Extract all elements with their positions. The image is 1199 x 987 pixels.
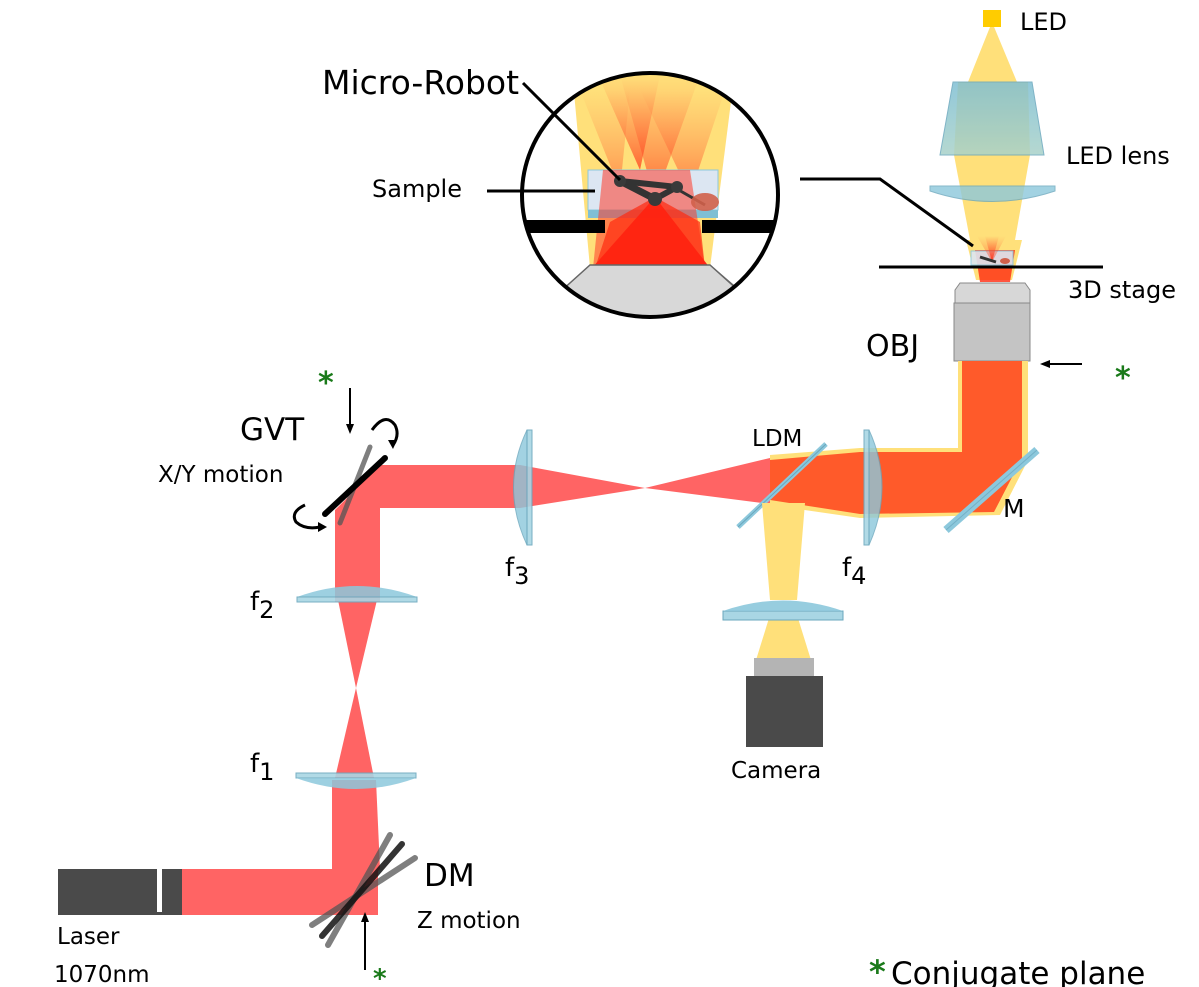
f3-label-main: f xyxy=(505,553,515,583)
f1-label-sub: 1 xyxy=(259,758,274,786)
lens-f2 xyxy=(297,586,417,597)
micro-robot-pointer xyxy=(521,81,622,182)
camera-branch xyxy=(722,503,844,747)
led-lens-label: LED lens xyxy=(1066,142,1170,170)
dm-motion-label: Z motion xyxy=(417,908,521,934)
conjugate-star-obj: * xyxy=(1115,361,1131,396)
gvt-motion-label: X/Y motion xyxy=(158,462,283,488)
camera-label: Camera xyxy=(731,758,821,784)
f1-label: f1 xyxy=(250,749,274,786)
rotate-arrow-icon xyxy=(292,503,321,530)
conjugate-arrows xyxy=(346,360,1082,970)
mirror-label: M xyxy=(1003,494,1025,523)
dm-label: DM xyxy=(424,858,475,894)
gvt-label: GVT xyxy=(240,412,305,448)
legend-star: * xyxy=(869,953,886,987)
conjugate-star-dm: * xyxy=(373,964,387,987)
sample-label: Sample xyxy=(372,175,462,203)
lens-f1 xyxy=(295,772,417,779)
f2-label: f2 xyxy=(250,587,274,624)
dm-mirror xyxy=(309,832,418,948)
f4-label-main: f xyxy=(842,553,852,583)
f3-label-sub: 3 xyxy=(514,562,529,590)
f1-label-main: f xyxy=(250,749,260,779)
lens-f3 xyxy=(513,429,528,546)
combined-beam xyxy=(770,361,1028,518)
inset-magnified-view xyxy=(487,71,780,319)
rotate-arrow-icon xyxy=(370,418,399,446)
inset-pointer-line xyxy=(800,177,974,248)
f3-label: f3 xyxy=(505,553,529,590)
condenser-lens xyxy=(929,185,1056,202)
led-source xyxy=(983,10,1001,27)
camera-adapter xyxy=(754,658,814,676)
led-label: LED xyxy=(1020,8,1067,36)
ldm-label: LDM xyxy=(752,426,802,452)
f4-label-sub: 4 xyxy=(851,562,866,590)
lens-f4 xyxy=(863,429,870,546)
conjugate-star-gvt: * xyxy=(318,366,334,401)
f4-label: f4 xyxy=(842,553,866,590)
laser-label: Laser xyxy=(57,924,120,950)
gvt-mirror xyxy=(292,418,399,532)
objective-label: OBJ xyxy=(866,329,919,364)
stage-sample xyxy=(970,236,1015,282)
micro-robot-label: Micro-Robot xyxy=(322,63,519,102)
led-lens-element xyxy=(939,81,1045,156)
f2-label-main: f xyxy=(250,587,260,617)
objective xyxy=(953,282,1031,362)
f2-label-sub: 2 xyxy=(259,596,274,624)
laser-wavelength-label: 1070nm xyxy=(54,962,150,987)
inset-circle xyxy=(520,71,780,319)
camera-body xyxy=(746,676,823,747)
led-cone xyxy=(968,22,1017,82)
laser-beam-path xyxy=(182,458,770,915)
legend-conjugate-plane: Conjugate plane xyxy=(891,956,1145,987)
stage-label: 3D stage xyxy=(1068,276,1176,304)
laser-device xyxy=(58,869,182,915)
